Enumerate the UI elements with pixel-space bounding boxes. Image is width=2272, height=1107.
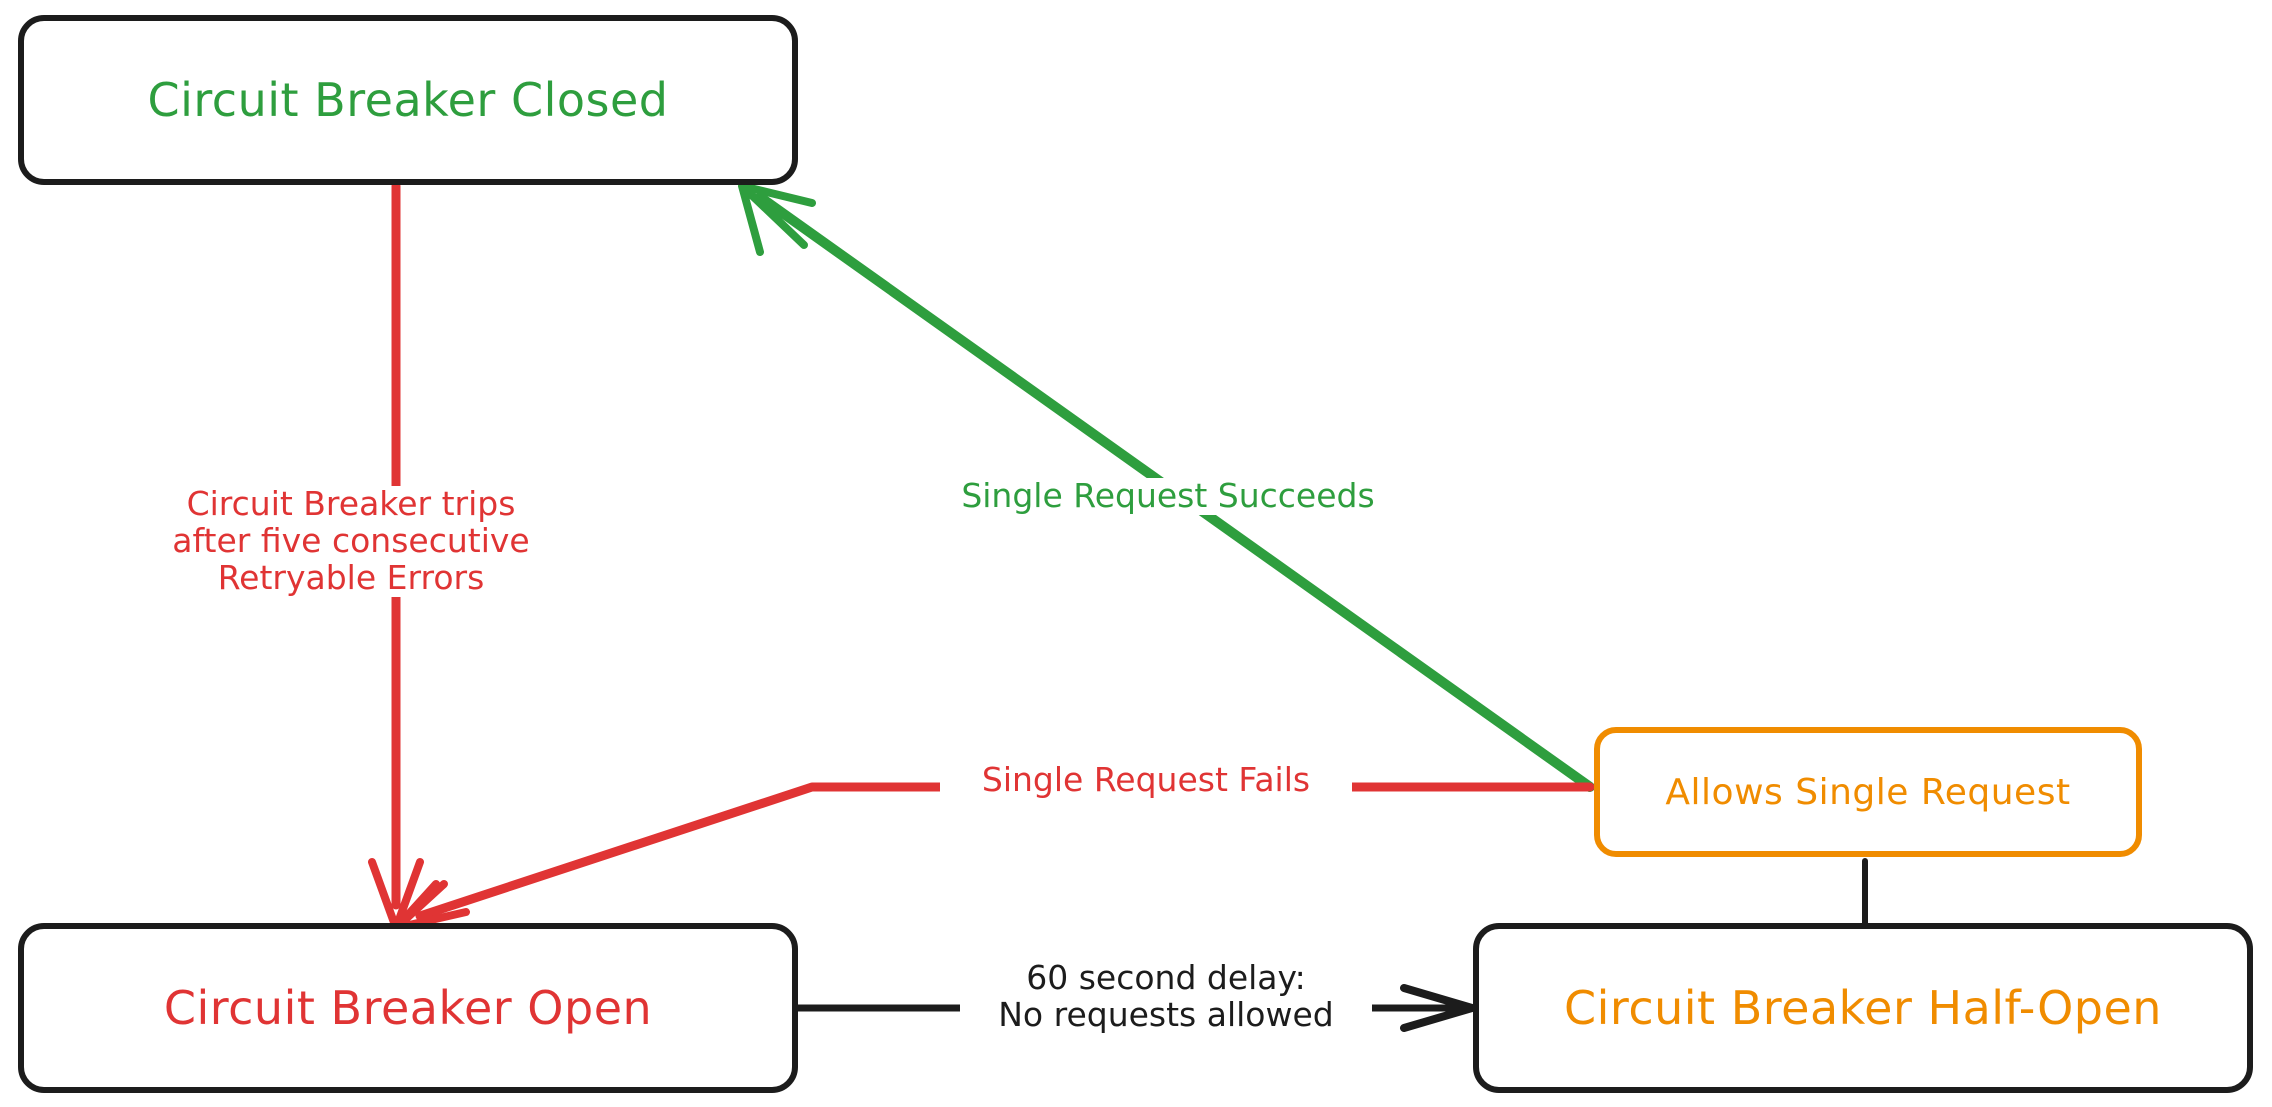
- node-label-circuit-breaker-closed: Circuit Breaker Closed: [147, 73, 669, 127]
- edge-label-allows-to-open: Single Request Fails: [940, 761, 1352, 799]
- node-circuit-breaker-open[interactable]: Circuit Breaker Open: [18, 923, 798, 1093]
- edge-label-allows-to-closed: Single Request Succeeds: [917, 477, 1419, 515]
- edge-allows-to-open: [392, 782, 1595, 932]
- node-circuit-breaker-closed[interactable]: Circuit Breaker Closed: [18, 15, 798, 185]
- node-label-circuit-breaker-half-open: Circuit Breaker Half-Open: [1564, 981, 2162, 1035]
- edge-label-open-to-halfopen: 60 second delay: No requests allowed: [960, 959, 1372, 1034]
- node-label-circuit-breaker-open: Circuit Breaker Open: [163, 981, 653, 1035]
- edge-label-closed-to-open: Circuit Breaker trips after five consecu…: [145, 485, 557, 597]
- node-circuit-breaker-half-open[interactable]: Circuit Breaker Half-Open: [1473, 923, 2253, 1093]
- node-allows-single-request[interactable]: Allows Single Request: [1594, 727, 2142, 857]
- node-label-allows-single-request: Allows Single Request: [1665, 771, 2071, 813]
